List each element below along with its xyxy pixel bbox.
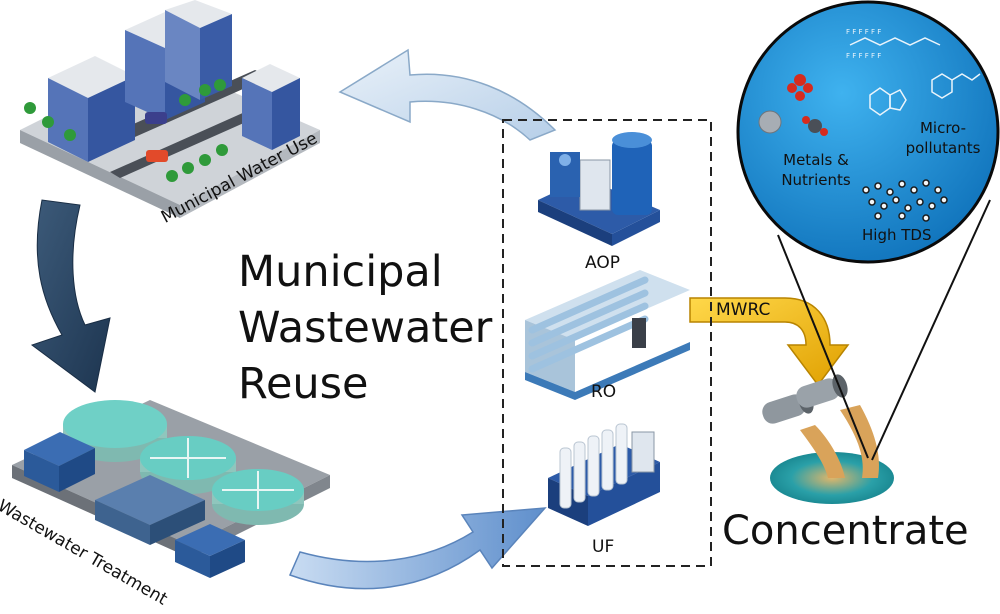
svg-text:F F F F F F: F F F F F F — [846, 52, 881, 60]
concentrate-label: Concentrate — [722, 508, 969, 554]
high-tds-label: High TDS — [862, 226, 932, 244]
ro-unit-icon — [525, 270, 690, 400]
aop-label: AOP — [585, 253, 620, 273]
bottom-arrow — [288, 507, 547, 590]
diagram-title: Municipal Wastewater Reuse — [238, 244, 492, 412]
uf-unit-icon — [548, 423, 660, 526]
city-illustration — [20, 0, 320, 218]
title-line: Municipal — [238, 247, 443, 297]
dark-arrow — [30, 199, 111, 393]
connector-line — [871, 199, 991, 461]
contaminant-bubble — [736, 0, 1000, 264]
aop-unit-icon — [538, 132, 660, 246]
caffeine-molecule-icon — [869, 87, 907, 116]
metal-particles-icon — [758, 74, 828, 136]
connector-line — [777, 234, 869, 459]
ro-label: RO — [591, 382, 617, 402]
treatment-plant-illustration — [12, 400, 330, 578]
svg-text:F F F F F F: F F F F F F — [846, 28, 881, 36]
mwrc-label: MWRC — [716, 300, 771, 320]
discharge-pipes-icon — [762, 374, 894, 504]
metals-nutrients-label: Metals & Nutrients — [781, 151, 851, 189]
top-arrow — [338, 48, 557, 141]
tds-particles-icon — [862, 179, 948, 222]
deet-molecule-icon — [931, 73, 981, 99]
title-line: Wastewater — [238, 303, 493, 353]
mwrc-arrow — [689, 297, 850, 387]
micropollutants-label: Micro-pollutants — [905, 119, 981, 157]
treatment-train-box — [502, 119, 712, 567]
uf-label: UF — [592, 537, 615, 557]
pfas-molecule-icon: F F F F F F F F F F F F — [846, 28, 941, 60]
title-line: Reuse — [238, 359, 369, 409]
